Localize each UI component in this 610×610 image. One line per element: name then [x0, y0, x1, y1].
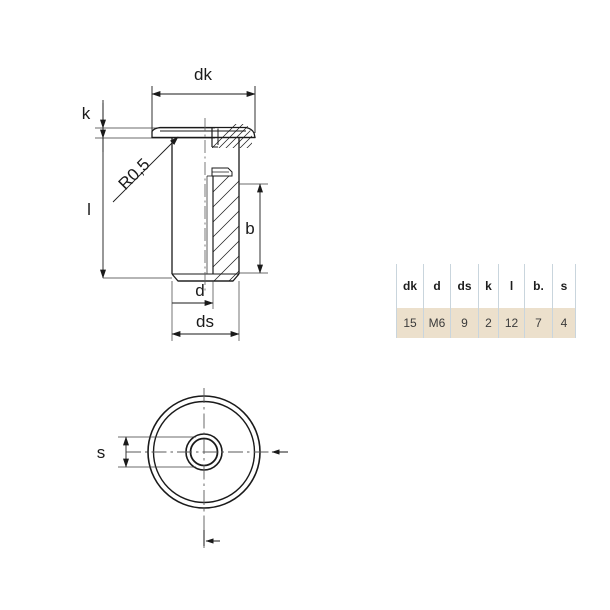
table-header-d: d	[423, 264, 451, 308]
table-header-s: s	[552, 264, 576, 308]
label-b: b	[245, 219, 254, 238]
label-l: l	[87, 200, 91, 219]
table-cell-l: 12	[498, 308, 525, 338]
table-header-ds: ds	[450, 264, 479, 308]
dimension-dk	[151, 86, 256, 133]
end-view: s	[97, 388, 288, 548]
radius-leader-line	[112, 136, 179, 203]
table-cell-s: 4	[552, 308, 576, 338]
side-sectional-view: dk k l b d ds R0,5	[82, 65, 268, 341]
screw-shank-outline	[171, 137, 240, 282]
table-cell-dk: 15	[396, 308, 424, 338]
dimension-b	[239, 183, 268, 274]
dimension-ds	[171, 281, 240, 341]
label-dk: dk	[194, 65, 212, 84]
table-row: 15 M6 9 2 12 7 4	[396, 308, 576, 338]
table-header-k: k	[478, 264, 499, 308]
dimension-d	[172, 281, 214, 309]
head-neck	[211, 137, 240, 177]
label-k: k	[82, 104, 91, 123]
label-s: s	[97, 443, 106, 462]
table-cell-ds: 9	[450, 308, 479, 338]
dimension-k	[95, 100, 215, 152]
label-r05: R0,5	[115, 155, 154, 194]
head-section-hatching	[212, 124, 252, 148]
label-ds: ds	[196, 312, 214, 331]
dimension-table: dk d ds k l b. s 15 M6 9 2 12 7 4	[396, 264, 576, 338]
table-header-dk: dk	[396, 264, 424, 308]
table-header-l: l	[498, 264, 525, 308]
table-cell-d: M6	[423, 308, 451, 338]
label-d: d	[195, 281, 204, 300]
dimension-s	[118, 436, 196, 468]
table-header-row: dk d ds k l b. s	[396, 264, 576, 308]
table-cell-k: 2	[478, 308, 499, 338]
dimension-l	[100, 103, 172, 279]
table-header-b: b.	[524, 264, 553, 308]
shank-section-hatching	[213, 176, 239, 281]
section-arrow-bottom	[203, 530, 220, 546]
table-cell-b: 7	[524, 308, 553, 338]
